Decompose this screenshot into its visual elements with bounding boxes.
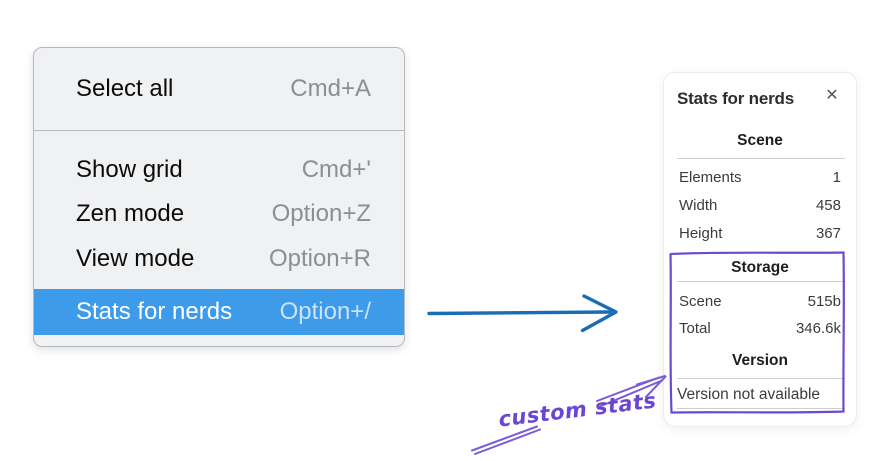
scene-section-heading: Scene <box>737 132 783 149</box>
stat-row-elements: Elements 1 <box>679 163 841 191</box>
menu-separator <box>34 130 404 131</box>
divider <box>677 408 845 409</box>
stat-label: Scene <box>679 292 722 310</box>
menu-item-shortcut: Option+R <box>268 245 371 272</box>
stat-row-total-storage: Total 346.6k <box>679 314 841 342</box>
stat-value: 458 <box>815 196 841 214</box>
stats-panel: Stats for nerds ✕ Scene Elements 1 Width… <box>663 72 857 427</box>
menu-item-label: Zen mode <box>76 200 185 227</box>
menu-item-shortcut: Cmd+' <box>301 156 371 183</box>
menu-item-shortcut: Option+Z <box>271 200 371 227</box>
blue-arrow-icon <box>427 294 618 333</box>
stat-row-scene-storage: Scene 515b <box>679 287 841 315</box>
version-section-heading: Version <box>732 352 788 369</box>
menu-item-show-grid[interactable]: Show grid Cmd+' <box>34 148 404 192</box>
divider <box>677 281 845 282</box>
context-menu: Select all Cmd+A Show grid Cmd+' Zen mod… <box>33 47 405 347</box>
stat-row-height: Height 367 <box>679 219 841 247</box>
divider <box>677 378 845 379</box>
stat-label: Height <box>679 224 723 242</box>
menu-item-view-mode[interactable]: View mode Option+R <box>34 237 404 281</box>
divider <box>677 158 845 159</box>
menu-item-select-all[interactable]: Select all Cmd+A <box>34 67 404 111</box>
menu-item-label: Show grid <box>76 156 183 183</box>
stat-label: Elements <box>679 168 742 186</box>
stat-label: Total <box>679 319 711 337</box>
stat-value: 367 <box>815 224 841 242</box>
menu-item-shortcut: Option+/ <box>279 298 371 325</box>
stat-value: 1 <box>832 168 841 186</box>
stats-panel-title: Stats for nerds <box>677 89 794 108</box>
version-message: Version not available <box>677 386 821 403</box>
stat-row-width: Width 458 <box>679 191 841 219</box>
menu-item-zen-mode[interactable]: Zen mode Option+Z <box>34 192 404 236</box>
menu-item-label: Stats for nerds <box>76 298 233 325</box>
menu-item-shortcut: Cmd+A <box>290 75 371 102</box>
close-icon[interactable]: ✕ <box>822 85 842 105</box>
stat-label: Width <box>679 196 718 214</box>
menu-item-stats-for-nerds[interactable]: Stats for nerds Option+/ <box>34 289 404 335</box>
stat-value: 346.6k <box>795 319 841 337</box>
storage-section-heading: Storage <box>731 259 789 276</box>
menu-item-label: Select all <box>76 75 174 102</box>
custom-stats-annotation: custom stats <box>497 388 658 432</box>
stat-value: 515b <box>807 292 841 310</box>
menu-item-label: View mode <box>76 245 195 272</box>
